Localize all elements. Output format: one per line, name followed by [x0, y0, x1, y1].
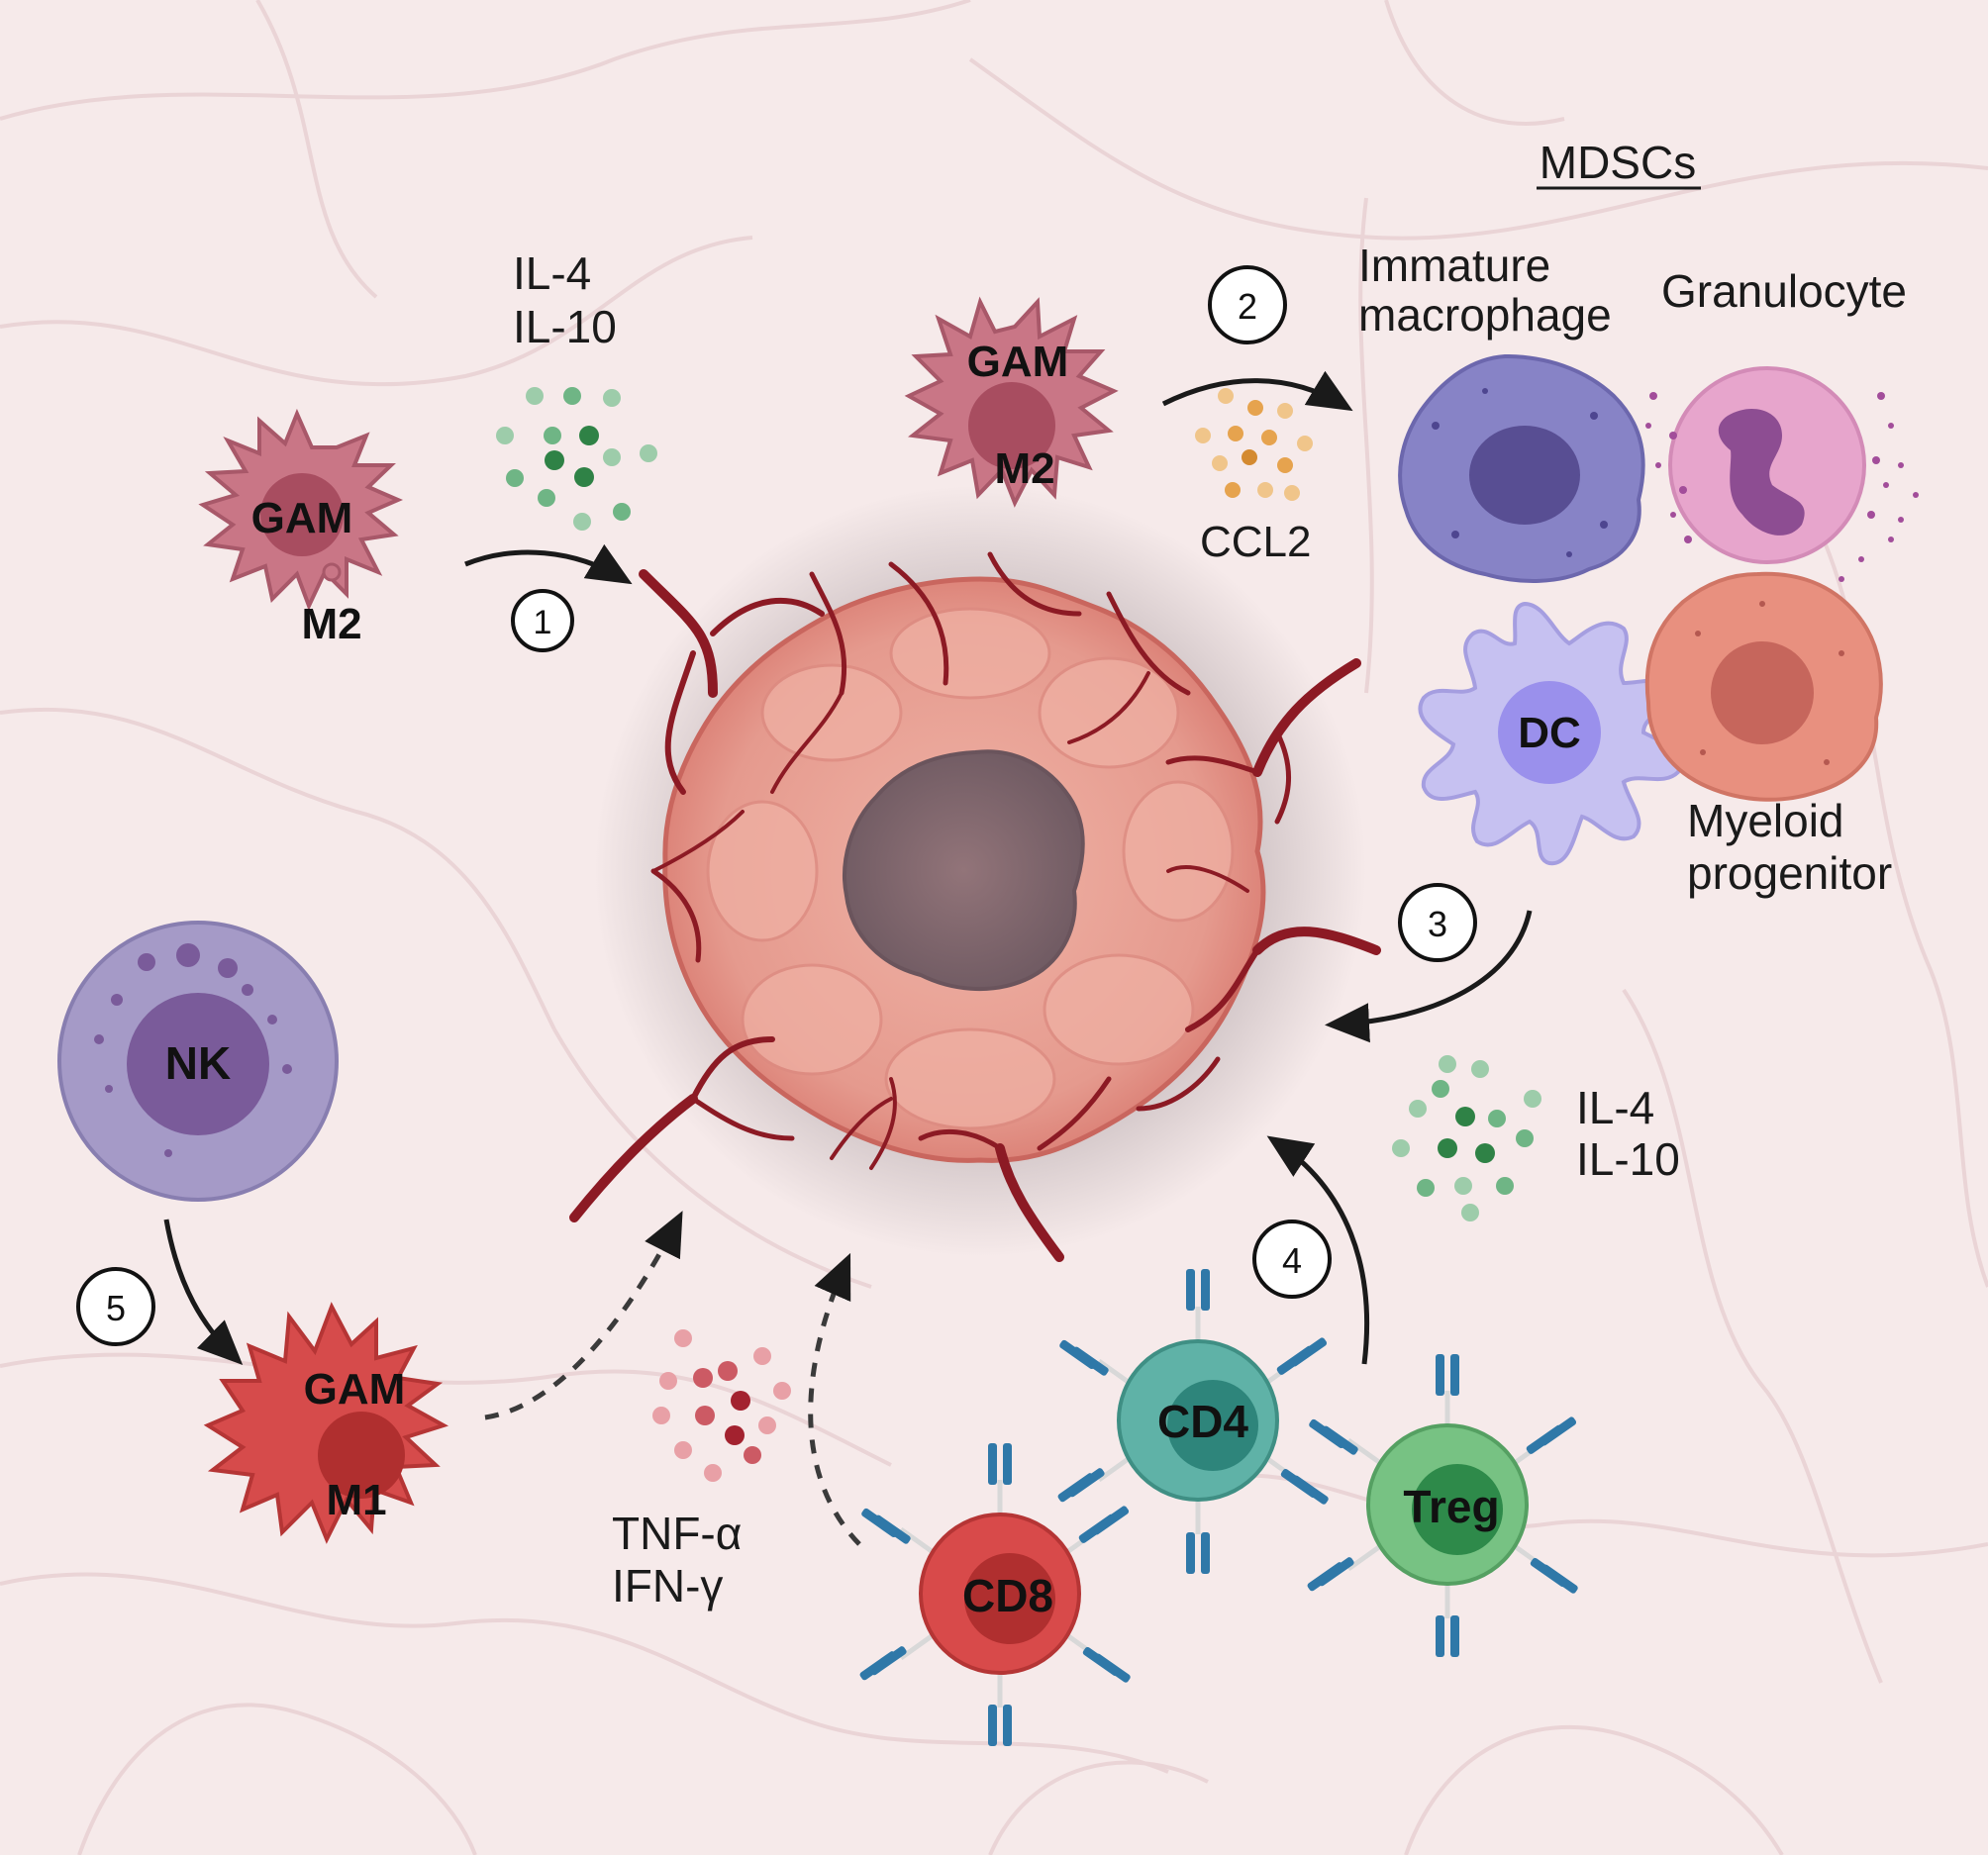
- necrotic-core: [843, 749, 1085, 991]
- arrow-step-4: [1266, 1135, 1369, 1365]
- nk-cell: [57, 921, 339, 1202]
- immature-macrophage-label-1: Immature: [1358, 240, 1550, 291]
- step-4-number: 4: [1282, 1240, 1302, 1281]
- arrow-step-1: [464, 543, 633, 585]
- myeloid-progenitor-label-2: progenitor: [1687, 847, 1892, 899]
- step-4-badge: [1252, 1220, 1332, 1299]
- gam-m2-top-cell: [904, 296, 1119, 508]
- gam-m2-top-label-bottom: M2: [994, 444, 1054, 493]
- step-1-number: 1: [534, 604, 552, 641]
- arrow-step-3: [1325, 910, 1533, 1043]
- tnf-ifn-dots: [652, 1329, 791, 1482]
- cd4-label: CD4: [1157, 1396, 1248, 1447]
- nk-label: NK: [165, 1037, 231, 1089]
- ifn-gamma-label: IFN-γ: [612, 1560, 723, 1611]
- gam-m2-top-label-top: GAM: [967, 338, 1069, 386]
- gam-m1-cell: [203, 1302, 449, 1544]
- mdscs-title: MDSCs: [1540, 137, 1696, 188]
- step-5-badge: [76, 1267, 155, 1346]
- arrow-step-5: [163, 1219, 244, 1365]
- cd8-label: CD8: [962, 1570, 1053, 1621]
- myeloid-progenitor-cell: [1644, 571, 1883, 802]
- dc-label: DC: [1518, 709, 1581, 757]
- treg-cell: [1307, 1354, 1578, 1657]
- step-5-number: 5: [106, 1288, 126, 1328]
- il4-right-label: IL-4: [1576, 1082, 1654, 1133]
- gam-m2-left-cell: [198, 408, 404, 612]
- dashed-arrow-cd8: [808, 1252, 861, 1546]
- step-2-badge: [1208, 265, 1287, 344]
- dendritic-cell: [1418, 601, 1683, 866]
- granulocyte-label: Granulocyte: [1661, 265, 1907, 317]
- step-2-number: 2: [1238, 286, 1257, 327]
- step-3-badge: [1398, 883, 1477, 962]
- ccl2-dots: [1195, 388, 1313, 501]
- il10-top-left-label: IL-10: [513, 301, 617, 352]
- granulocyte-cell: [1645, 366, 1919, 582]
- cd4-cell: [1057, 1269, 1329, 1574]
- tnf-alpha-label: TNF-α: [612, 1508, 742, 1559]
- gam-m1-label-bottom: M1: [326, 1476, 386, 1524]
- immature-macrophage-label-2: macrophage: [1358, 289, 1612, 341]
- blood-vessels: [569, 551, 1381, 1262]
- myeloid-progenitor-label-1: Myeloid: [1687, 795, 1844, 846]
- dashed-arrow-gam-m1: [484, 1211, 683, 1420]
- gam-m2-left-label-top: GAM: [251, 494, 353, 542]
- il10-right-label: IL-10: [1576, 1133, 1680, 1185]
- step-1-badge: [511, 589, 574, 652]
- gam-m2-left-label-bottom: M2: [301, 600, 361, 648]
- step-3-number: 3: [1428, 904, 1447, 944]
- cd8-cell: [859, 1443, 1131, 1746]
- gam-m1-label-top: GAM: [304, 1365, 406, 1414]
- treg-label: Treg: [1403, 1481, 1499, 1532]
- il-dots-right: [1392, 1055, 1541, 1221]
- ccl2-label: CCL2: [1200, 518, 1312, 566]
- il-dots-top-left: [496, 387, 657, 531]
- immature-macrophage-cell: [1398, 353, 1645, 583]
- il4-top-left-label: IL-4: [513, 247, 591, 299]
- arrow-step-2: [1161, 370, 1353, 412]
